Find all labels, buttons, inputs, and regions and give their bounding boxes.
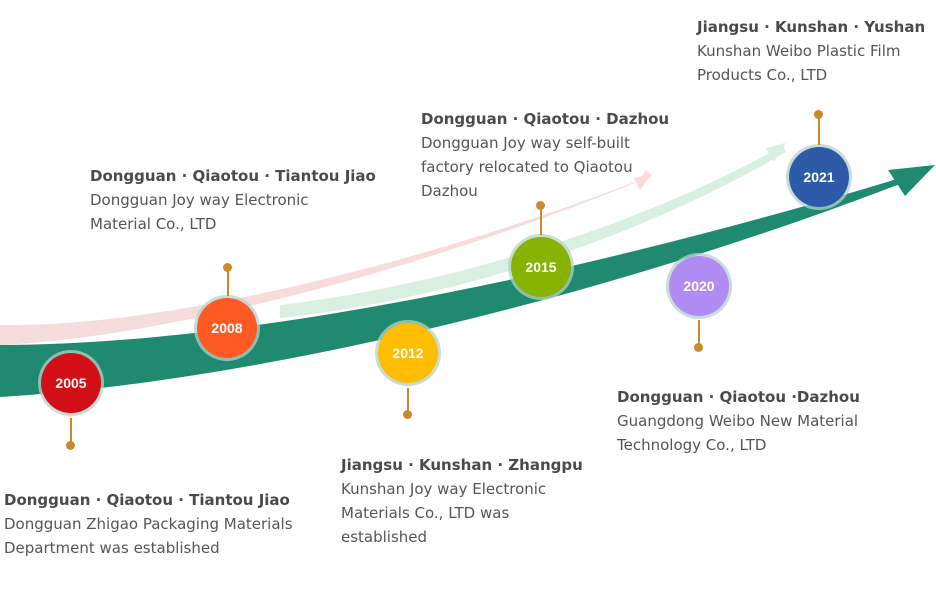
connector-line: [540, 206, 542, 235]
milestone-text-2008: Dongguan · Qiaotou · Tiantou Jiao Donggu…: [90, 164, 376, 236]
year-label: 2012: [392, 345, 424, 361]
year-node-2005: 2005: [41, 353, 101, 413]
green-background-arrow: [280, 143, 786, 318]
milestone-description: Dongguan Joy way Electronic Material Co.…: [90, 191, 309, 233]
connector-line: [70, 418, 72, 444]
year-label: 2015: [525, 259, 557, 275]
year-node-2015: 2015: [511, 237, 571, 297]
milestone-text-2005: Dongguan · Qiaotou · Tiantou Jiao Donggu…: [4, 488, 293, 560]
year-label: 2005: [55, 375, 87, 391]
year-label: 2021: [803, 169, 835, 185]
milestone-text-2012: Jiangsu · Kunshan · Zhangpu Kunshan Joy …: [341, 453, 583, 549]
milestone-text-2021: Jiangsu · Kunshan · Yushan Kunshan Weibo…: [697, 15, 925, 87]
milestone-location: Dongguan · Qiaotou · Dazhou: [421, 110, 670, 128]
year-node-2021: 2021: [789, 147, 849, 207]
milestone-location: Dongguan · Qiaotou · Tiantou Jiao: [4, 491, 290, 509]
milestone-location: Dongguan · Qiaotou ·Dazhou: [617, 388, 860, 406]
year-node-2008: 2008: [197, 298, 257, 358]
milestone-description: Dongguan Joy way self-built factory relo…: [421, 134, 633, 200]
green-arrow-head: [766, 143, 786, 162]
milestone-description: Guangdong Weibo New Material Technology …: [617, 412, 859, 454]
main-arrow-head: [888, 165, 935, 196]
year-label: 2020: [683, 278, 715, 294]
connector-dot: [403, 410, 412, 419]
connector-line: [407, 388, 409, 412]
milestone-text-2020: Dongguan · Qiaotou ·Dazhou Guangdong Wei…: [617, 385, 860, 457]
pink-background-arrow: [0, 170, 652, 345]
connector-dot: [814, 110, 823, 119]
milestone-description: Kunshan Joy way Electronic Materials Co.…: [341, 480, 547, 546]
milestone-location: Jiangsu · Kunshan · Yushan: [697, 18, 926, 36]
connector-dot: [694, 343, 703, 352]
connector-line: [698, 320, 700, 346]
connector-line: [227, 267, 229, 296]
milestone-description: Dongguan Zhigao Packaging Materials Depa…: [4, 515, 293, 557]
connector-line: [818, 115, 820, 145]
milestone-location: Dongguan · Qiaotou · Tiantou Jiao: [90, 167, 376, 185]
milestone-description: Kunshan Weibo Plastic Film Products Co.,…: [697, 42, 901, 84]
connector-dot: [66, 441, 75, 450]
pink-arrow-head: [634, 174, 652, 190]
year-node-2020: 2020: [669, 256, 729, 316]
milestone-text-2015: Dongguan · Qiaotou · Dazhou Dongguan Joy…: [421, 107, 669, 203]
year-node-2012: 2012: [378, 323, 438, 383]
connector-dot: [536, 201, 545, 210]
milestone-location: Jiangsu · Kunshan · Zhangpu: [341, 456, 583, 474]
year-label: 2008: [211, 320, 243, 336]
